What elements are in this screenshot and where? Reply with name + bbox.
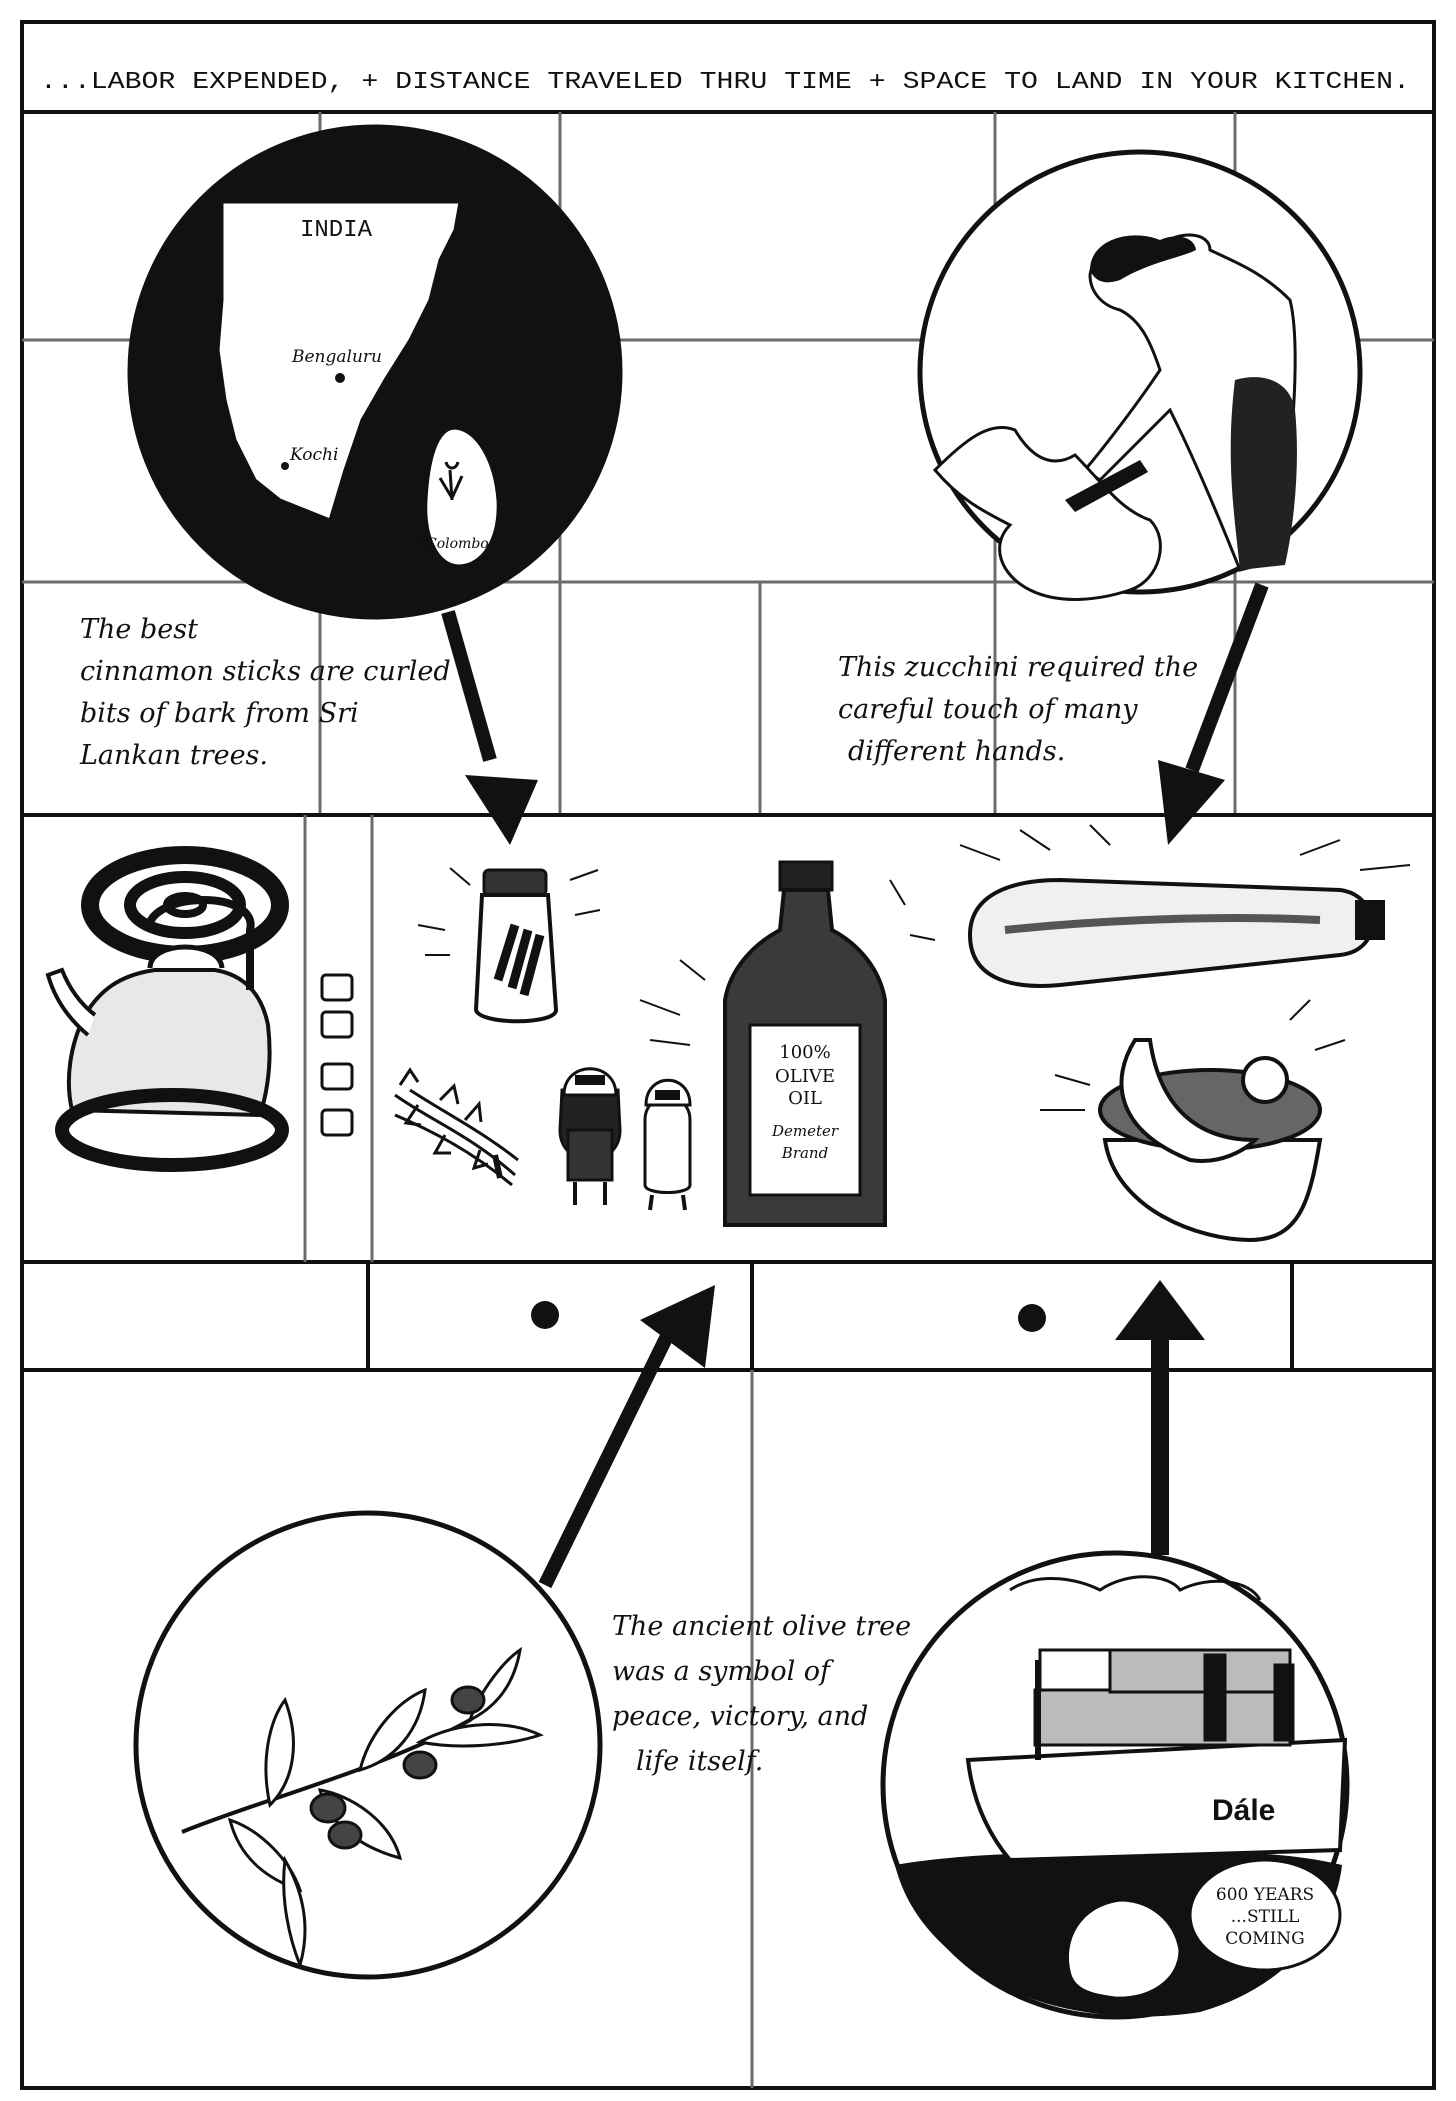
- map-label-bengaluru: Bengaluru: [291, 347, 382, 367]
- ship-circle: Dále 600 YEARS ...STILL COMING: [880, 1550, 1350, 2020]
- farmer-hair: [1090, 235, 1196, 283]
- olive-fruits: [309, 1685, 486, 1850]
- map-label-india: INDIA: [300, 217, 373, 244]
- olive-circle: [133, 1510, 603, 1980]
- speech-bubble: 600 YEARS ...STILL COMING: [1188, 1858, 1342, 1972]
- sea-creature: [1065, 1898, 1182, 2000]
- outlet-switch-2: [320, 1010, 354, 1039]
- india-landmass: [216, 200, 462, 523]
- drawer-knob-right: [1018, 1304, 1046, 1332]
- drawer-knob-left: [531, 1301, 559, 1329]
- ship-hull: [965, 1737, 1348, 1863]
- farmer-skirt: [1230, 377, 1297, 570]
- zucchini-sparkle-lines: [959, 824, 1411, 871]
- olive-oil-label-line-2: OLIVE: [775, 1066, 835, 1087]
- speech-line-1: 600 YEARS: [1216, 1885, 1314, 1905]
- sri-lanka-island: [424, 426, 500, 568]
- fruit-bowl: [1040, 999, 1346, 1243]
- speech-line-2: ...STILL: [1231, 1907, 1300, 1927]
- cinnamon-flower-icon: [438, 461, 464, 501]
- caption-cinnamon: The best cinnamon sticks are curled bits…: [79, 614, 451, 771]
- zucchini: [959, 824, 1411, 988]
- olive-oil-label-line-4: Demeter: [771, 1122, 839, 1140]
- header-caption: ...LABOR EXPENDED, + DISTANCE TRAVELED T…: [40, 69, 1410, 96]
- banana: [1119, 1038, 1260, 1163]
- cinnamon-jar: [417, 867, 601, 1024]
- jar-sparkle-lines: [417, 867, 601, 956]
- caption-olive-line-2: was a symbol of: [612, 1656, 834, 1687]
- olive-leaves: [227, 1646, 544, 1970]
- bottle-sparkle-lines: [639, 879, 936, 1046]
- caption-olive-line-1: The ancient olive tree: [612, 1611, 911, 1642]
- pepper-shaker: [558, 1067, 622, 1205]
- orange: [1241, 1056, 1289, 1104]
- colombo-dot: [418, 536, 426, 544]
- bengaluru-dot: [335, 373, 345, 383]
- arrow-farmer-to-zucchini: [1158, 582, 1269, 845]
- salt-shaker: [643, 1078, 692, 1211]
- outlet-switch-4: [320, 1108, 354, 1137]
- knife: [1065, 460, 1148, 512]
- zucchini-plant-leaves: [932, 425, 1162, 601]
- arrow-ship-to-bowl: [1115, 1280, 1205, 1555]
- kettle-icon: [45, 896, 289, 1172]
- herb-bundle: [394, 1067, 519, 1187]
- caption-olive-line-4: life itself.: [636, 1746, 763, 1777]
- kochi-dot: [281, 462, 289, 470]
- drawer-strip: [22, 1262, 1434, 1372]
- outlet-plate: [320, 973, 354, 1137]
- caption-cinnamon-line-1: The best: [80, 614, 198, 645]
- caption-olive-line-3: peace, victory, and: [612, 1701, 868, 1732]
- outlet-switch-1: [320, 973, 354, 1002]
- ship-name: Dále: [1212, 1794, 1275, 1827]
- farmer-circle: [917, 149, 1363, 601]
- map-label-kochi: Kochi: [289, 445, 338, 465]
- caption-cinnamon-line-2: cinnamon sticks are curled: [80, 656, 451, 687]
- map-label-colombo: Colombo: [426, 536, 489, 552]
- caption-cinnamon-line-4: Lankan trees.: [79, 740, 268, 771]
- olive-oil-bottle: 100% OLIVE OIL Demeter Brand: [639, 860, 936, 1227]
- arrow-cinnamon-to-jar: [441, 610, 538, 845]
- olive-oil-label-line-5: Brand: [781, 1144, 828, 1162]
- olive-oil-label-line-3: OIL: [788, 1088, 822, 1109]
- cinnamon-sticks: [493, 923, 545, 997]
- caption-zucchini-line-2: careful touch of many: [838, 694, 1138, 725]
- map-circle: INDIA Bengaluru Kochi Colombo: [127, 124, 623, 620]
- caption-olive: The ancient olive tree was a symbol of p…: [612, 1611, 911, 1777]
- shipping-containers: [1033, 1648, 1295, 1747]
- caption-zucchini: This zucchini required the careful touch…: [838, 652, 1198, 767]
- outlet-switch-3: [320, 1062, 354, 1091]
- caption-zucchini-line-3: different hands.: [848, 736, 1065, 767]
- caption-cinnamon-line-3: bits of bark from Sri: [80, 698, 359, 729]
- olive-oil-label-line-1: 100%: [779, 1042, 830, 1063]
- caption-zucchini-line-1: This zucchini required the: [838, 652, 1198, 683]
- speech-line-3: COMING: [1225, 1929, 1305, 1949]
- clouds: [1009, 1575, 1262, 1601]
- bowl-sparkle-lines: [1040, 999, 1346, 1111]
- arrow-olive-to-bottle: [538, 1285, 715, 1589]
- olive-oil-label: [748, 1023, 862, 1197]
